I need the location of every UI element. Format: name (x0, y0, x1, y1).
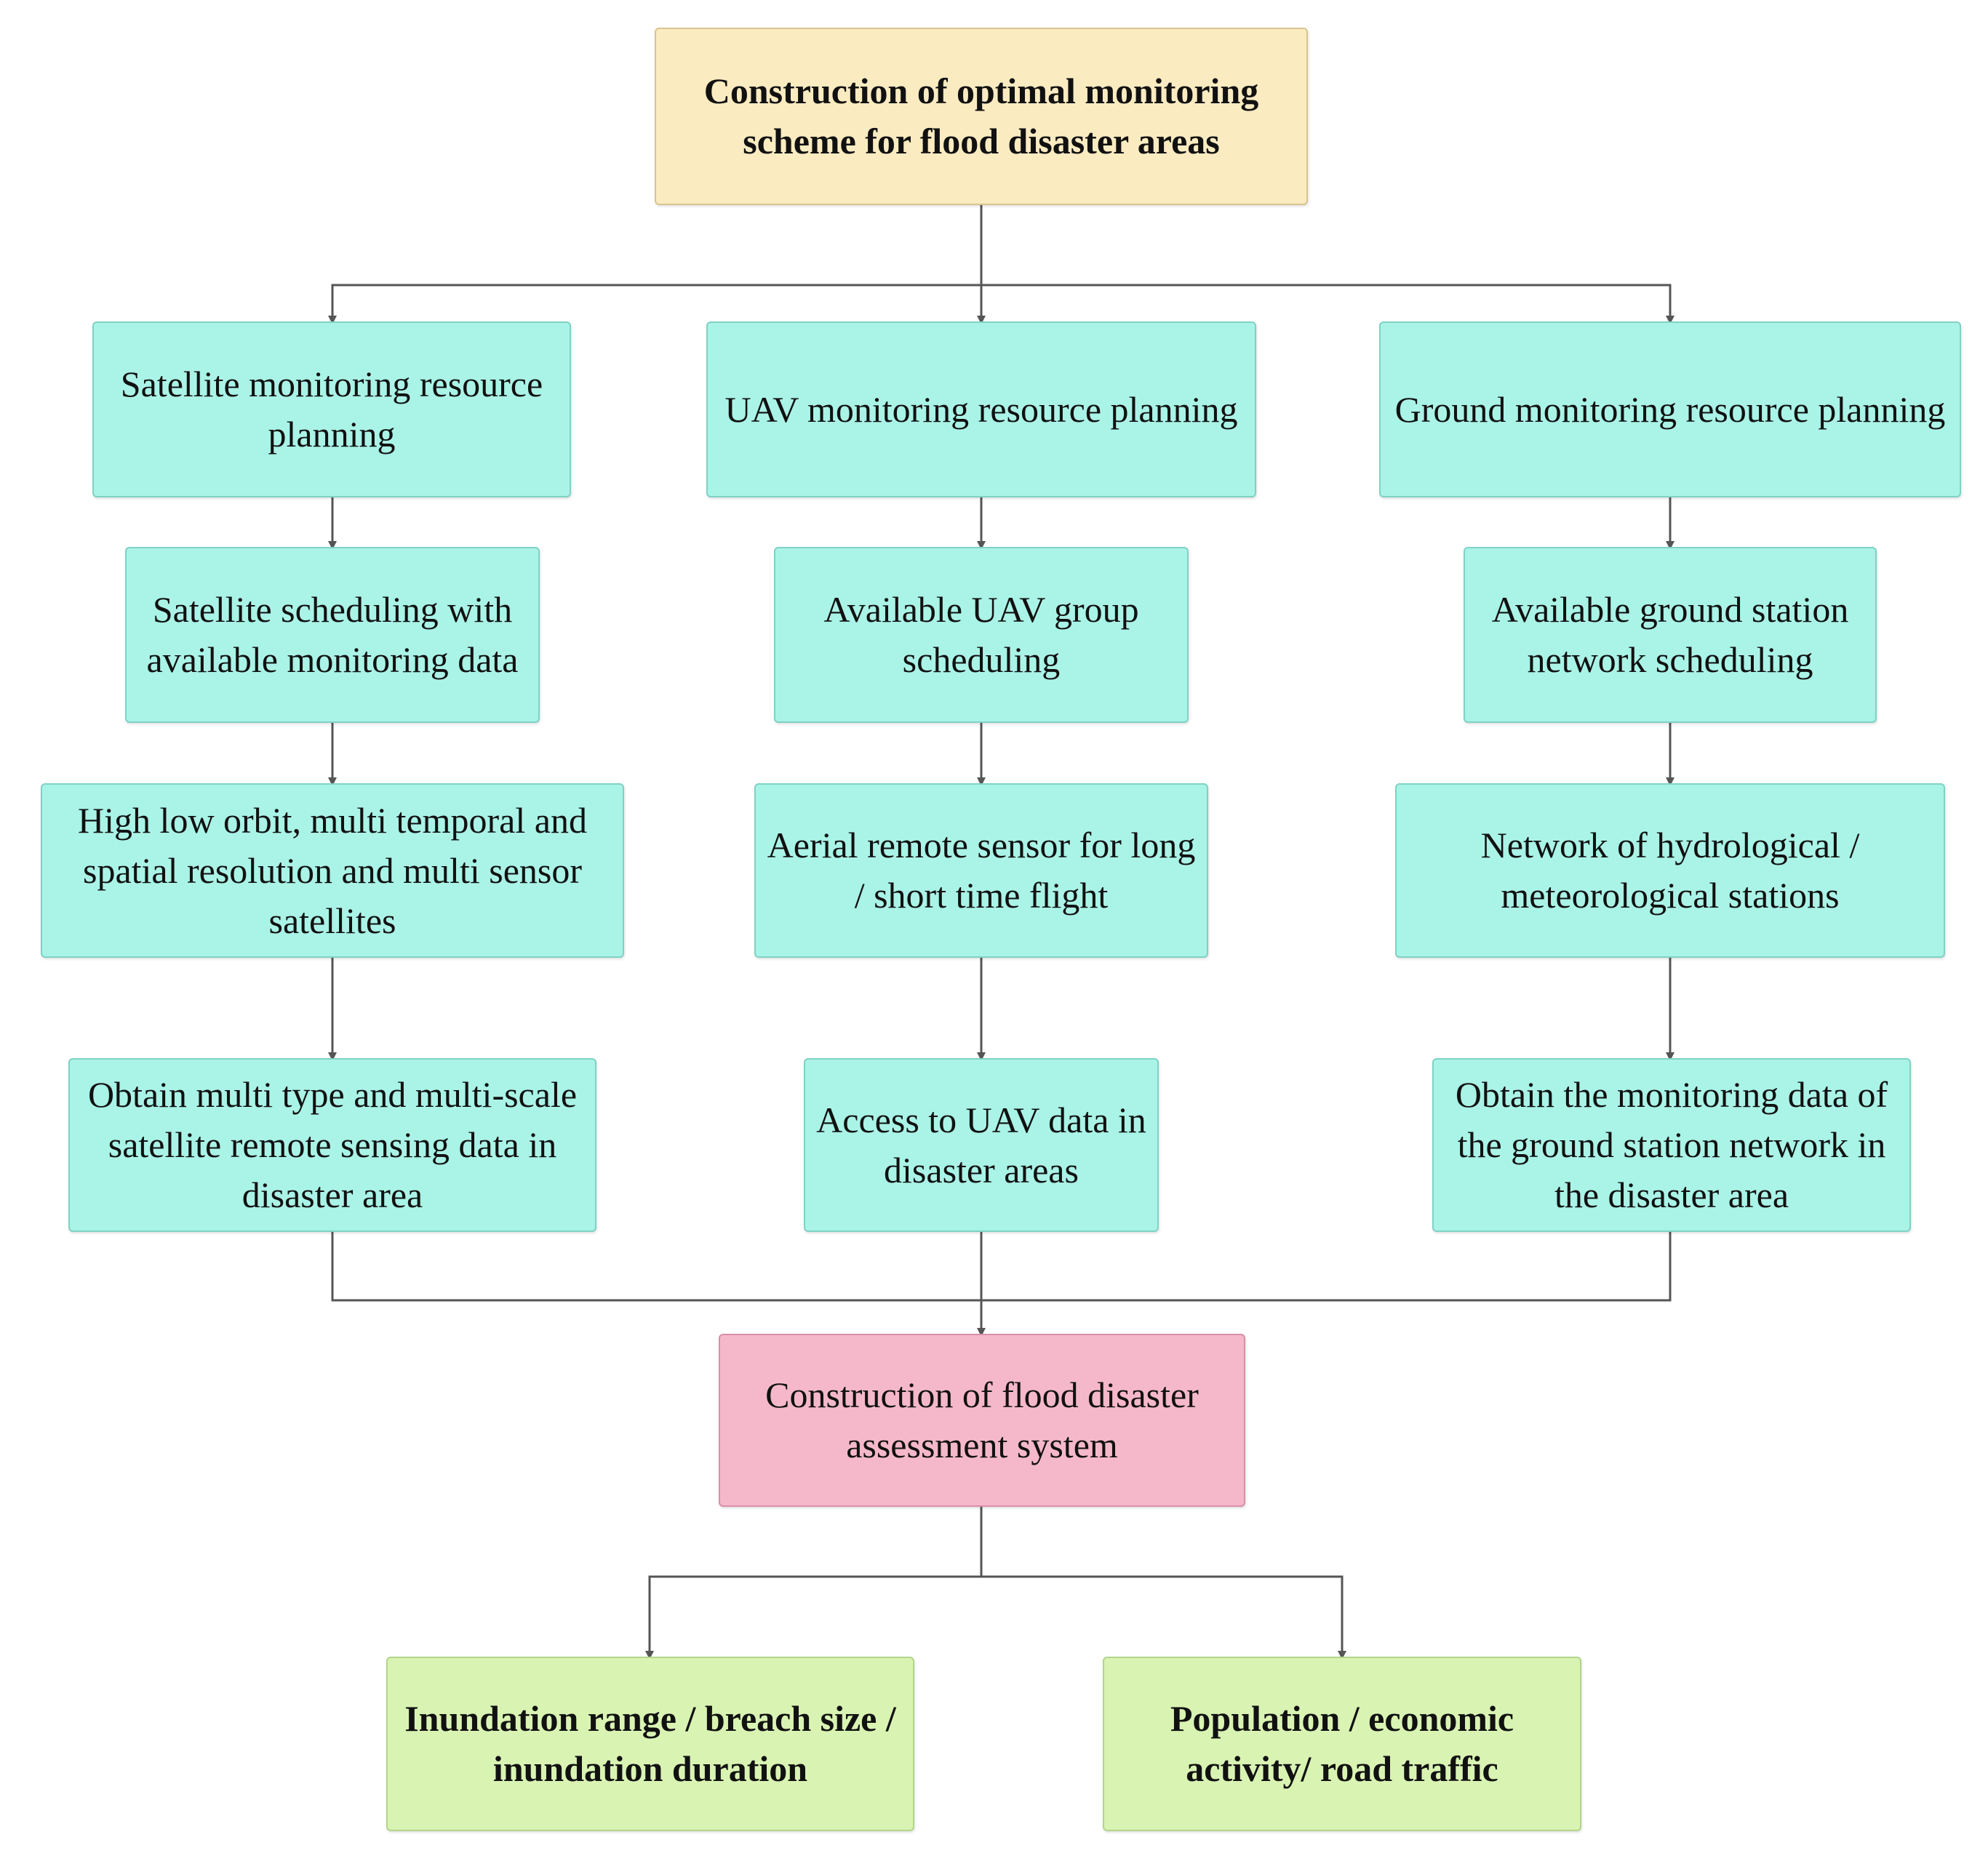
ground-sensors-label: Network of hydrological / meteorological… (1480, 825, 1860, 916)
connector-to-output-left (645, 1575, 981, 1660)
satellite-data-label: Obtain multi type and multi-scale satell… (87, 1074, 578, 1215)
uav-sensors-node: Aerial remote sensor for long / short ti… (754, 783, 1208, 958)
uav-planning-node: UAV monitoring resource planning (706, 321, 1256, 497)
ground-data-label: Obtain the monitoring data of the ground… (1455, 1074, 1888, 1215)
assessment-label: Construction of flood disaster assessmen… (765, 1374, 1199, 1465)
connector-merge-ground (981, 1232, 1672, 1302)
satellite-planning-label: Satellite monitoring resource planning (120, 364, 543, 455)
root-node-label: Construction of optimal monitoring schem… (703, 71, 1259, 161)
uav-data-node: Access to UAV data in disaster areas (804, 1058, 1159, 1232)
uav-data-label: Access to UAV data in disaster areas (816, 1099, 1146, 1190)
connector-root-to-ground (981, 284, 1674, 324)
ground-scheduling-label: Available ground station network schedul… (1491, 589, 1849, 680)
output-inundation-node: Inundation range / breach size / inundat… (386, 1657, 914, 1831)
assessment-node: Construction of flood disaster assessmen… (719, 1334, 1245, 1507)
output-population-node: Population / economic activity/ road tra… (1103, 1657, 1581, 1831)
ground-sensors-node: Network of hydrological / meteorological… (1395, 783, 1945, 958)
ground-planning-label: Ground monitoring resource planning (1394, 388, 1946, 430)
ground-scheduling-node: Available ground station network schedul… (1464, 547, 1877, 723)
ground-data-node: Obtain the monitoring data of the ground… (1432, 1058, 1911, 1232)
satellite-scheduling-label: Satellite scheduling with available moni… (146, 589, 519, 680)
uav-scheduling-label: Available UAV group scheduling (823, 589, 1139, 680)
root-node: Construction of optimal monitoring schem… (655, 28, 1308, 205)
uav-scheduling-node: Available UAV group scheduling (774, 547, 1189, 723)
ground-planning-node: Ground monitoring resource planning (1379, 321, 1961, 497)
output-inundation-label: Inundation range / breach size / inundat… (404, 1698, 896, 1789)
connector-root-to-satellite (328, 284, 981, 324)
uav-sensors-label: Aerial remote sensor for long / short ti… (767, 825, 1196, 916)
satellite-scheduling-node: Satellite scheduling with available moni… (125, 547, 540, 723)
satellite-sensors-node: High low orbit, multi temporal and spati… (41, 783, 624, 958)
satellite-sensors-label: High low orbit, multi temporal and spati… (78, 799, 587, 941)
uav-planning-label: UAV monitoring resource planning (724, 388, 1238, 430)
connector-merge-satellite (331, 1232, 981, 1302)
connector-to-output-right (981, 1575, 1346, 1660)
satellite-planning-node: Satellite monitoring resource planning (92, 321, 571, 497)
satellite-data-node: Obtain multi type and multi-scale satell… (68, 1058, 596, 1232)
output-population-label: Population / economic activity/ road tra… (1170, 1698, 1514, 1789)
